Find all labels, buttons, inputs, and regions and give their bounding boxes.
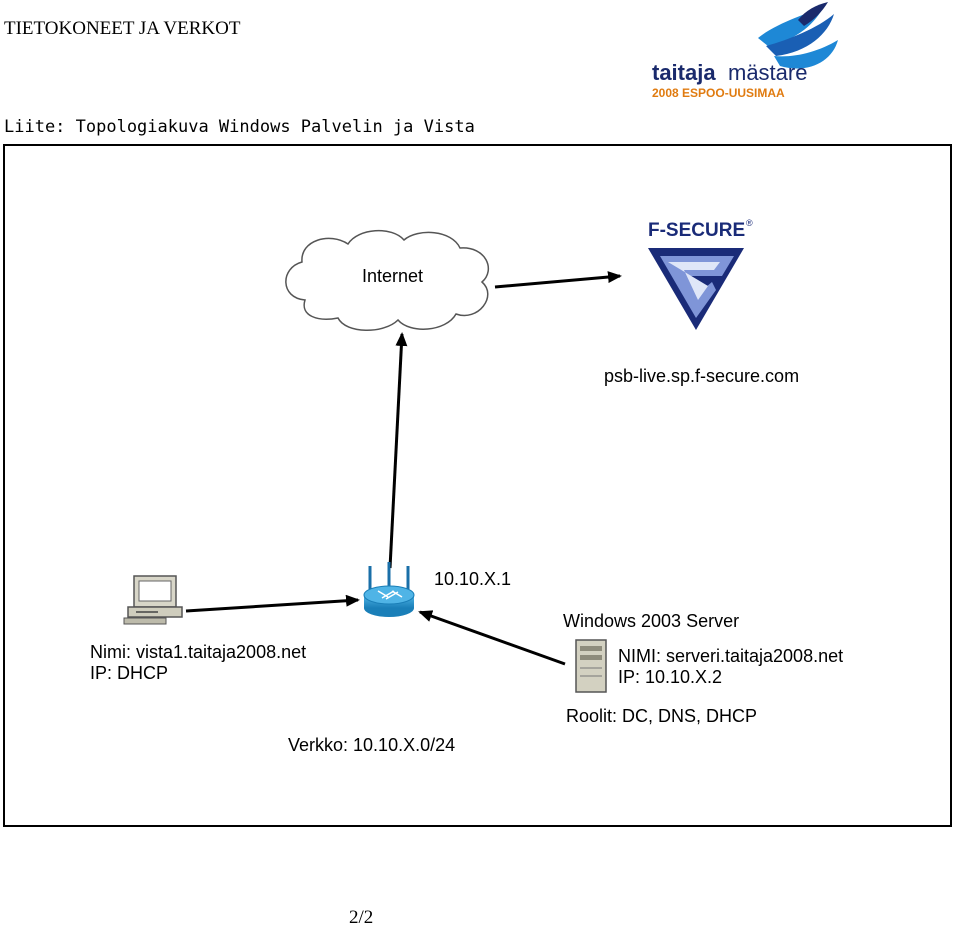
desktop-computer-icon — [123, 575, 183, 625]
logo-tagline: 2008 ESPOO-UUSIMAA — [652, 86, 785, 100]
server-name-label: NIMI: serveri.taitaja2008.net — [618, 646, 843, 666]
router-icon — [363, 562, 415, 617]
fsecure-brand-text: F-SECURE — [648, 220, 745, 241]
arrow-router-to-internet — [388, 332, 408, 569]
client-name-label: Nimi: vista1.taitaja2008.net — [90, 642, 306, 662]
internet-label: Internet — [362, 266, 423, 286]
fsecure-host-label: psb-live.sp.f-secure.com — [604, 366, 799, 386]
arrow-internet-to-fsecure — [494, 271, 622, 289]
arrow-client-to-router — [185, 594, 360, 613]
topology-diagram-frame — [3, 144, 952, 827]
fsecure-registered-mark: ® — [746, 218, 753, 228]
server-title-label: Windows 2003 Server — [563, 611, 739, 631]
server-ip-label: IP: 10.10.X.2 — [618, 667, 722, 687]
logo-wordmark-bold: taitaja — [652, 60, 716, 85]
bird-icon — [758, 2, 838, 69]
page-number: 2/2 — [349, 907, 374, 928]
section-title: TIETOKONEET JA VERKOT — [4, 18, 241, 39]
page-subtitle: Liite: Topologiakuva Windows Palvelin ja… — [4, 117, 475, 137]
router-ip-label: 10.10.X.1 — [434, 569, 511, 589]
internet-cloud-icon — [285, 229, 490, 331]
taitaja-mastare-logo: taitaja mästare 2008 ESPOO-UUSIMAA — [652, 2, 838, 100]
client-ip-label: IP: DHCP — [90, 663, 168, 683]
arrow-server-to-router — [418, 610, 566, 666]
server-tower-icon — [575, 639, 607, 693]
server-roles-label: Roolit: DC, DNS, DHCP — [566, 706, 757, 726]
network-label: Verkko: 10.10.X.0/24 — [288, 735, 455, 755]
logo-wordmark-light: mästare — [728, 60, 807, 85]
fsecure-logo: F-SECURE ® — [648, 218, 753, 330]
